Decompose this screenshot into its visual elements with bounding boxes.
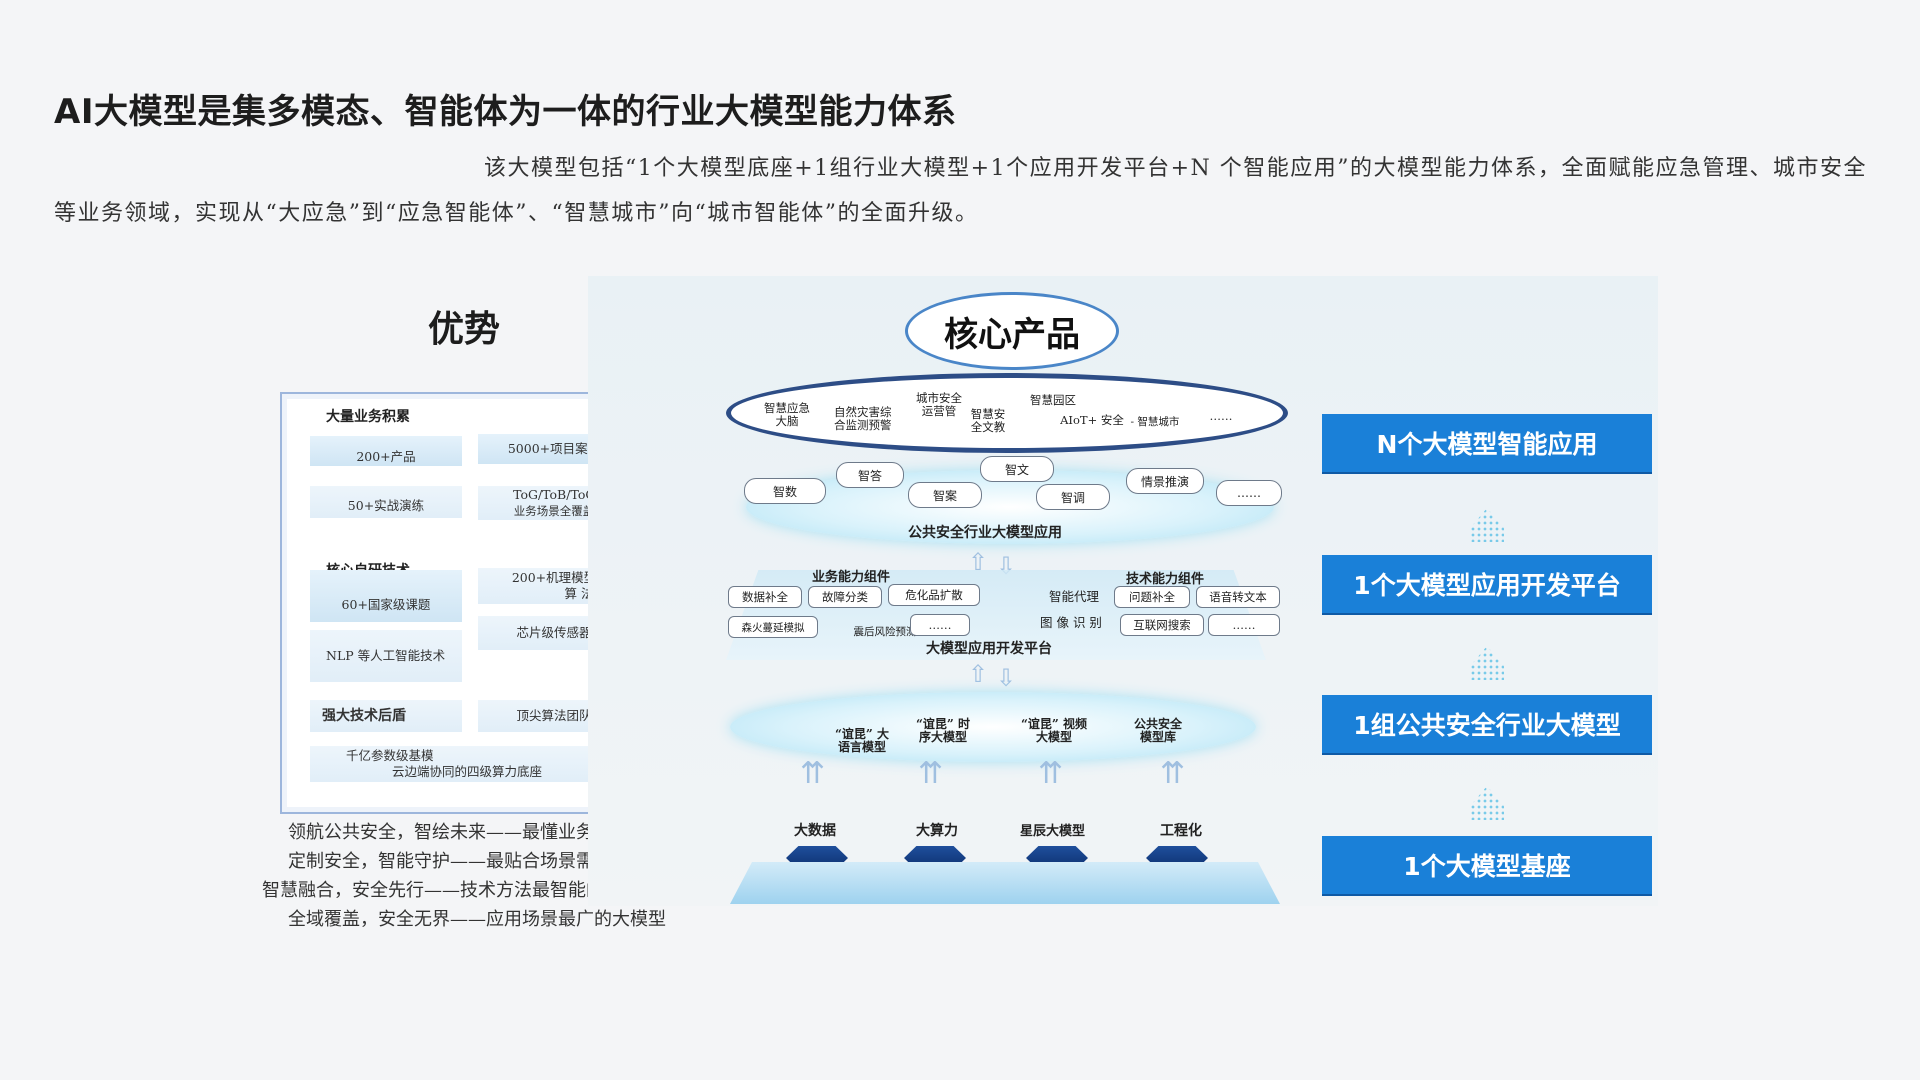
base-item: 星辰大模型 [1020,824,1086,839]
chip-group: 千亿参数级基模 云边端协同的四级算力底座 [310,746,630,782]
intro-paragraph: 该大模型包括“1个大模型底座+1组行业大模型+1个应用开发平台+N 个智能应用”… [54,156,1868,226]
up-arrows-icon: ⇈ [918,756,944,791]
app-label: 智慧安全文教 [970,407,1006,434]
chip-text: ToG/ToB/ToC [513,487,595,502]
app-label: AIoT+ 安全 [1060,413,1124,427]
slogan-line: 领航公共安全，智绘未来——最懂业务的大模型 [288,822,666,843]
model-label: “谊昆” 时序大模型 [916,717,970,744]
base-model-box: 1个大模型基座 [1322,836,1652,894]
app-label: 智慧应急大脑 [764,401,810,428]
biz-component: 震后风险预测 [853,626,917,638]
tech-component: 智能代理 [1048,589,1099,604]
scene-pill: 智数 [744,478,826,504]
app-label: 城市安全运营管 [916,391,962,418]
app-label: 智慧园区 [1030,393,1076,407]
applications-ring [726,373,1288,453]
tech-component: …… [1208,614,1280,636]
tech-components-title: 技术能力组件 [1126,572,1205,587]
slogan-line: 全域覆盖，安全无界——应用场景最广的大模型 [288,909,666,930]
model-label: “谊昆” 视频大模型 [1021,717,1087,744]
section-title: 大量业务积累 [326,409,410,425]
tech-component: 互联网搜索 [1120,614,1204,636]
industry-layer-label: 公共安全行业大模型应用 [908,525,1062,541]
advantages-heading: 优势 [428,309,501,350]
app-label: - 智慧城市 [1130,416,1180,428]
slogans: 领航公共安全，智绘未来——最懂业务的大模型 定制安全，智能守护——最贴合场景需求… [262,818,712,934]
biz-component: …… [910,614,970,636]
base-platform [730,862,1280,904]
smart-apps-box: N个大模型智能应用 [1322,414,1652,472]
up-arrow-icon: ⇧ [968,660,989,688]
chip: NLP 等人工智能技术 [310,630,462,682]
scene-pill: 智文 [980,456,1054,482]
app-label: …… [1209,409,1233,423]
page-title: AI大模型是集多模态、智能体为一体的行业大模型能力体系 [54,92,957,132]
down-arrow-icon: ⇩ [996,664,1017,692]
biz-component: 危化品扩散 [888,584,980,606]
core-product-title: 核心产品 [905,292,1119,370]
chip: 60+国家级课题 [310,570,462,622]
chip-text: 千亿参数级基模 [346,748,434,763]
tech-component: 图 像 识 别 [1040,615,1102,630]
up-arrows-icon: ⇈ [1160,756,1186,791]
biz-components-title: 业务能力组件 [812,570,891,585]
up-arrow-icon: ⇧ [968,548,989,576]
tech-component: 语音转文本 [1196,586,1280,608]
base-item: 大算力 [916,823,958,839]
base-item: 工程化 [1160,823,1202,839]
base-item: 大数据 [794,823,836,839]
scene-pill: …… [1216,480,1282,506]
model-label: 公共安全模型库 [1133,717,1182,744]
chip-text: 云边端协同的四级算力底座 [392,764,543,779]
model-label: “谊昆” 大语言模型 [835,727,889,754]
biz-component: 故障分类 [808,586,882,608]
platform-layer-label: 大模型应用开发平台 [926,641,1052,657]
scene-pill: 智调 [1036,484,1110,510]
section-title-chip: 强大技术后盾 [310,700,462,732]
chip: 50+实战演练 [310,486,462,518]
up-arrows-icon: ⇈ [1038,756,1064,791]
scene-pill: 情景推演 [1126,468,1204,494]
industry-model-layer [730,692,1256,762]
biz-component: 森火蔓延模拟 [728,616,818,638]
chip-text: 算 法 [564,586,594,601]
industry-models-box: 1组公共安全行业大模型 [1322,695,1652,753]
dev-platform-box: 1个大模型应用开发平台 [1322,555,1652,613]
biz-component: 数据补全 [728,586,802,608]
chip-text: 业务场景全覆盖 [513,504,595,518]
tech-component: 问题补全 [1114,586,1190,608]
chip-text: 200+机理模型 [511,570,597,585]
scene-pill: 智答 [836,462,904,488]
chip: 200+产品 [310,436,462,466]
app-label: 自然灾害综合监测预警 [834,405,892,432]
up-arrows-icon: ⇈ [800,756,826,791]
scene-pill: 智案 [908,482,982,508]
